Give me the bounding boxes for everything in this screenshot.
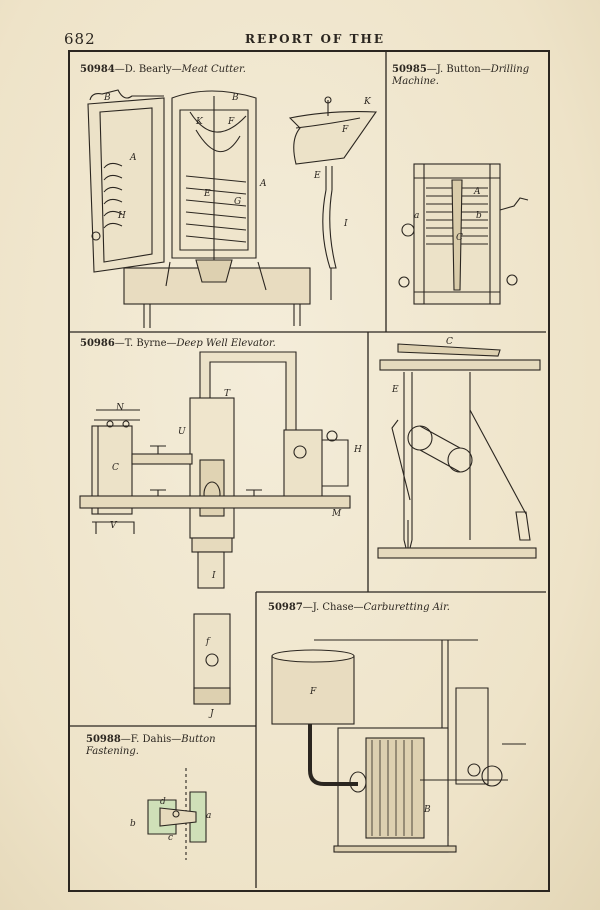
label-letter: F: [227, 117, 235, 127]
label-letter: c: [168, 833, 173, 843]
label-letter: C: [446, 337, 453, 347]
page-title: REPORT OF THE: [245, 32, 386, 46]
inventor-name: J. Chase: [312, 602, 354, 613]
label-letter: d: [160, 797, 166, 807]
label-letter: b: [476, 211, 482, 221]
label-letter: F: [309, 687, 317, 697]
label-letter: K: [195, 117, 204, 127]
meat-cutter-drawing: [87, 89, 378, 328]
label-letter: M: [331, 509, 342, 519]
patent-number: 50987: [268, 602, 303, 613]
label-letter: f: [205, 637, 211, 647]
drilling-machine-drawing: [398, 163, 529, 305]
patent-number: 50986: [80, 338, 115, 349]
inventor-name: T. Byrne: [124, 338, 167, 349]
label-letter: A: [129, 153, 137, 163]
label-letter: B: [423, 805, 431, 815]
label-letter: A: [259, 179, 267, 189]
illustration-frame: [68, 50, 550, 892]
label-letter: C: [456, 233, 463, 243]
invention-title: Carburetting Air.: [363, 602, 450, 613]
label-letter: U: [178, 427, 186, 437]
page-number: 682: [64, 30, 96, 48]
caption-50986: 50986—T. Byrne—Deep Well Elevator.: [80, 338, 276, 349]
label-letter: H: [117, 211, 126, 221]
patent-number: 50985: [392, 64, 427, 75]
caption-50988: 50988—F. Dahis—Button Fastening.: [86, 734, 216, 757]
label-letter: K: [363, 97, 372, 107]
caption-50984: 50984—D. Bearly—Meat Cutter.: [80, 64, 246, 75]
label-letter: I: [211, 571, 216, 581]
label-letter: T: [224, 389, 231, 399]
button-fastening-drawing: [147, 768, 207, 860]
patent-number: 50984: [80, 64, 115, 75]
label-letter: J: [208, 709, 215, 719]
label-letter: B: [231, 93, 239, 103]
label-letter: a: [206, 811, 211, 821]
label-letter: B: [103, 93, 111, 103]
label-letter: C: [112, 463, 119, 473]
caption-50987: 50987—J. Chase—Carburetting Air.: [268, 602, 450, 613]
label-letter: E: [203, 189, 211, 199]
patent-number: 50988: [86, 734, 121, 745]
carburetting-air-drawing: [271, 639, 526, 853]
inventor-name: J. Button: [436, 64, 481, 75]
invention-title: Button Fastening.: [86, 734, 216, 757]
lever-press-drawing: [377, 343, 541, 559]
label-letter: b: [130, 819, 136, 829]
label-letter: A: [473, 187, 481, 197]
deep-well-elevator-drawing: [79, 351, 351, 705]
label-letter: N: [115, 403, 125, 413]
inventor-name: F. Dahis: [130, 734, 172, 745]
caption-50985: 50985—J. Button—Drilling Machine.: [392, 64, 530, 87]
invention-title: Drilling Machine.: [392, 64, 530, 87]
inventor-name: D. Bearly: [124, 64, 172, 75]
label-letter: E: [313, 171, 321, 181]
label-letter: H: [353, 445, 362, 455]
invention-title: Meat Cutter.: [181, 64, 246, 75]
figure-letters: B B K F A H E G A K F E I A b C a N T U …: [103, 93, 482, 843]
label-letter: E: [391, 385, 399, 395]
label-letter: I: [343, 219, 348, 229]
label-letter: G: [234, 197, 241, 207]
invention-title: Deep Well Elevator.: [176, 338, 276, 349]
label-letter: a: [414, 211, 419, 221]
label-letter: F: [341, 125, 349, 135]
panel-dividers: [70, 52, 546, 888]
label-letter: V: [110, 521, 118, 531]
